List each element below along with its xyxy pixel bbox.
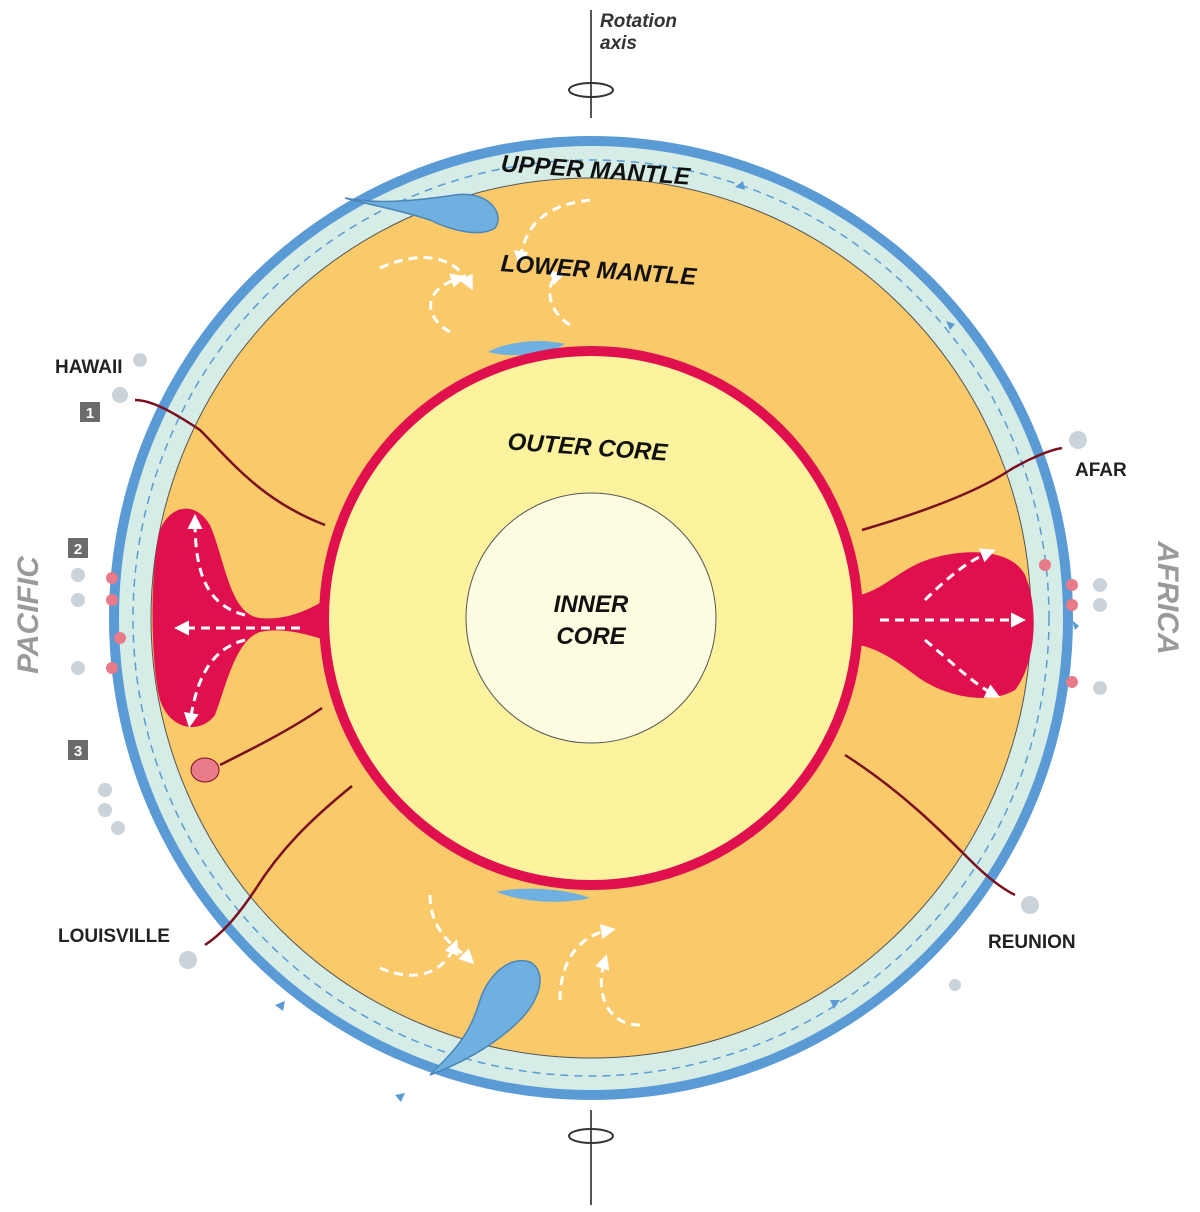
africa-label: AFRICA bbox=[1151, 540, 1184, 654]
marker-1-label: 1 bbox=[86, 405, 94, 422]
flow-arrows bbox=[174, 198, 1026, 1027]
rotation-arrow-top-icon bbox=[568, 82, 614, 98]
hotspot-label-reunion: REUNION bbox=[988, 932, 1076, 953]
hotspot-label-afar: AFAR bbox=[1075, 460, 1127, 481]
inner-core-label-line1: INNER bbox=[554, 591, 629, 618]
inner-core-layer bbox=[465, 492, 717, 744]
hotspot-label-louisville: LOUISVILLE bbox=[58, 926, 170, 947]
rotation-axis-label-line2: axis bbox=[600, 33, 637, 54]
african-superplume bbox=[860, 552, 1034, 698]
marker-2-label: 2 bbox=[74, 541, 82, 558]
marker-2-box bbox=[68, 538, 88, 558]
rotation-axis-label-line1: Rotation bbox=[600, 11, 677, 32]
hotspot-label-hawaii: HAWAII bbox=[55, 357, 123, 378]
inner-core-label-line2: CORE bbox=[556, 623, 626, 650]
rotation-arrow-bottom-icon bbox=[568, 1128, 614, 1144]
upper-mantle-flow-arrows bbox=[275, 181, 1079, 1102]
slab-top bbox=[344, 193, 499, 234]
marker-3-box bbox=[68, 740, 88, 760]
slab-bottom bbox=[429, 959, 541, 1076]
hotspot-volcano-icons bbox=[71, 353, 1107, 991]
upper-mantle-flow-line bbox=[132, 159, 1050, 1077]
marker-3-label: 3 bbox=[74, 743, 82, 760]
plume-conduits bbox=[134, 398, 1063, 947]
hotspot-plume-heads bbox=[106, 559, 1078, 783]
pacific-superplume bbox=[152, 508, 325, 727]
marker-1-box bbox=[80, 402, 100, 422]
pacific-label: PACIFIC bbox=[12, 555, 45, 674]
cmb-slab-bottom bbox=[497, 888, 590, 902]
